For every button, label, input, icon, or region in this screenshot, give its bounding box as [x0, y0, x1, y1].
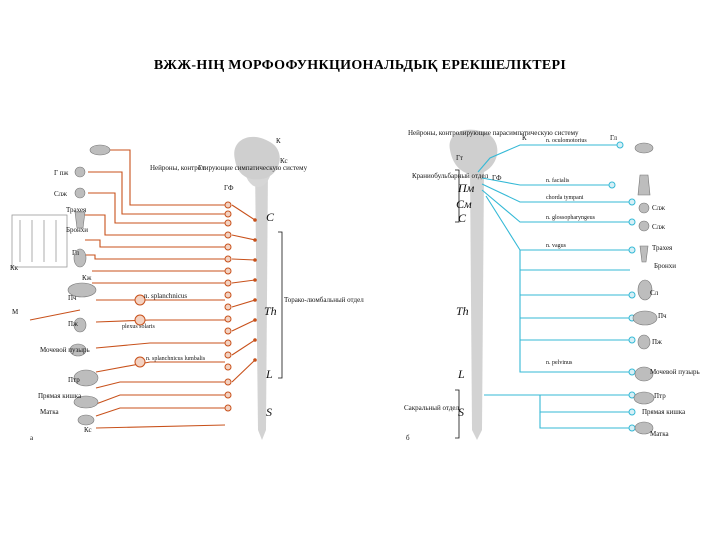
organ-label: М: [12, 308, 19, 316]
brain-label-gt: Гт: [198, 164, 205, 172]
organ-label: Кс: [84, 426, 92, 434]
sympathetic-pathways: [29, 149, 256, 429]
organ-label: Пч: [658, 312, 667, 320]
organ-label: Пж: [652, 338, 662, 346]
sacral-label: Сакральный отдел: [404, 404, 460, 412]
ganglion-label-3: n. splanchnicus lumbalis: [146, 356, 206, 362]
nerve-label: n. pelvinus: [546, 360, 573, 366]
organ-label: Кк: [10, 264, 19, 272]
parasympathetic-pathways: [477, 144, 630, 429]
nerve-label: n. vagus: [546, 243, 567, 249]
organ-label: Гл: [610, 134, 618, 142]
organ-label: Слж: [652, 204, 665, 212]
brain-label-pm: Пм: [457, 181, 475, 195]
organ-label: Трахея: [66, 206, 87, 214]
panel-label-a: а: [30, 434, 34, 442]
organ-label: Матка: [650, 430, 670, 438]
brain-label-kc: Кс: [280, 157, 288, 165]
organ-label: Гл: [72, 249, 80, 257]
organ-label: Пж: [68, 320, 78, 328]
left-panel-sympathetic: Нейроны, контролирующие симпатическую си…: [10, 136, 364, 442]
brain-label-gt-right: Гт: [456, 154, 463, 162]
eye-icon: [634, 142, 654, 154]
segment-th-right: Th: [456, 304, 469, 318]
organ-label: Слж: [54, 190, 67, 198]
organ-label: Мочевой пузырь: [40, 346, 90, 354]
organs-right: [632, 142, 658, 435]
brain-label-k-right: К: [522, 134, 527, 142]
brain-label-gf-right: ГФ: [492, 174, 502, 182]
brain-left: [234, 136, 280, 180]
organ-label: Бронхи: [66, 226, 88, 234]
skin-vessels-inset: [11, 214, 68, 268]
right-panel-parasympathetic: Нейроны, контролирующие парасимпатическу…: [404, 129, 700, 442]
segment-l-right: L: [457, 367, 465, 381]
right-top-note: Нейроны, контролирующие парасимпатическу…: [408, 129, 579, 137]
nerve-label: n. facialis: [546, 177, 570, 184]
spinal-cord-right: [470, 170, 484, 440]
organ-label: Мочевой пузырь: [650, 368, 700, 376]
organ-label: Матка: [40, 408, 60, 416]
organ-label: Слж: [652, 223, 665, 231]
segment-s-right: S: [458, 405, 464, 419]
left-top-note: Нейроны, контролирующие симпатическую си…: [150, 164, 308, 172]
segment-c-left: C: [266, 210, 275, 224]
coeliac-ganglion: [134, 294, 146, 306]
organ-label: Прямая кишка: [642, 408, 686, 416]
segment-l-left: L: [265, 367, 273, 381]
ganglion-label-2: plexus solaris: [122, 324, 155, 330]
segment-c-right: C: [458, 211, 467, 225]
nerve-label: chorda tympani: [546, 195, 584, 201]
organ-label: Птр: [654, 392, 666, 400]
nerve-label: n. oculomotorius: [546, 138, 587, 144]
eye-icon: [89, 144, 111, 156]
nerve-label: n. glossopharyngeus: [546, 215, 596, 221]
page-title: ВЖЖ-НІҢ МОРФОФУНКЦИОНАЛЬДЫҚ ЕРЕКШЕЛІКТЕР…: [153, 58, 567, 73]
organ-label: Бронхи: [654, 262, 676, 270]
brain-label-sm: См: [456, 197, 472, 211]
brain-label-gf: ГФ: [224, 184, 234, 192]
panel-label-b: б: [406, 434, 410, 442]
organ-label: Трахея: [652, 244, 673, 252]
ganglion-label-1: n. splanchnicus: [144, 292, 187, 300]
segment-th-left: Th: [264, 304, 277, 318]
organ-label: Пч: [68, 294, 77, 302]
organ-label: Кж: [82, 274, 92, 282]
segment-s-left: S: [266, 405, 272, 419]
spinal-cord-left: [255, 165, 268, 440]
organ-label: Г пж: [54, 169, 69, 177]
organ-label: Сл: [650, 289, 659, 297]
brain-label-k: К: [276, 137, 281, 145]
sympathetic-chain: [224, 201, 232, 412]
organ-label: Птр: [68, 376, 80, 384]
organs-left: [67, 144, 111, 426]
organ-label: Прямая кишка: [38, 392, 82, 400]
thoracolumbar-label: Торако-люмбальный отдел: [284, 296, 364, 304]
craniobulbar-label: Краниобульбарный отдел: [412, 172, 489, 180]
